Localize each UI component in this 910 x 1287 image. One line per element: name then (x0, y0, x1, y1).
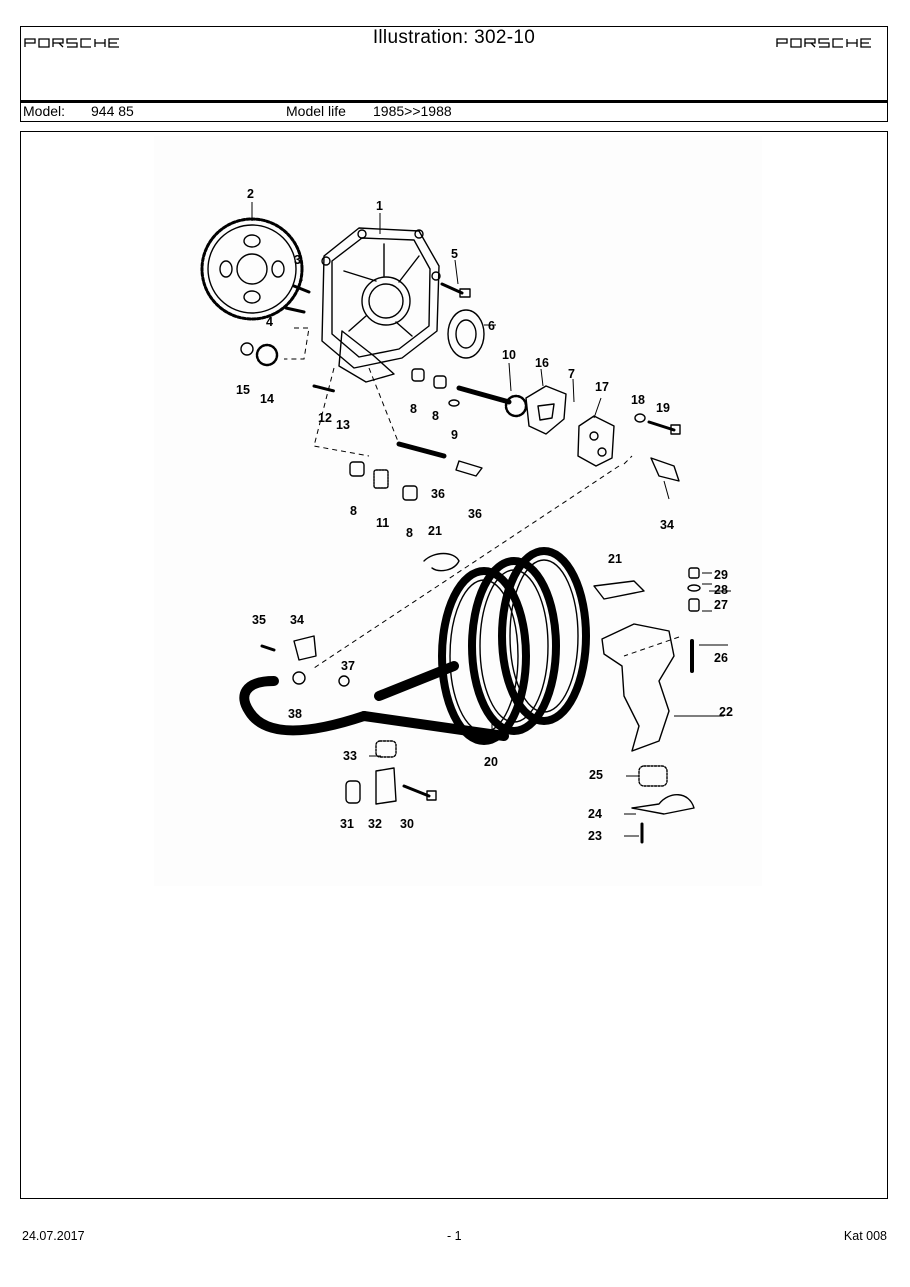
footer-catalog: Kat 008 (843, 1229, 887, 1243)
callout-25: 25 (589, 768, 603, 782)
illustration-frame: 2 1 3 4 5 6 10 16 7 17 18 19 15 14 12 13… (20, 131, 888, 1199)
model-label: Model: (23, 103, 66, 119)
callout-33: 33 (343, 749, 357, 763)
callout-29: 29 (714, 568, 728, 582)
callout-8b: 8 (432, 409, 439, 423)
callout-36b: 38 (288, 707, 302, 721)
callout-7: 7 (568, 367, 575, 381)
callout-6: 6 (488, 319, 495, 333)
callout-17: 17 (595, 380, 609, 394)
callout-30: 30 (400, 817, 414, 831)
model-life-value: 1985>>1988 (373, 103, 452, 119)
callout-3: 3 (294, 253, 301, 267)
page-title: Illustration: 302-10 (372, 27, 536, 48)
callout-21a: 21 (428, 524, 442, 538)
sprocket-part (200, 217, 304, 321)
callout-9: 9 (451, 428, 458, 442)
callout-8d: 8 (406, 526, 413, 540)
callout-24: 24 (588, 807, 602, 821)
callout-16: 16 (535, 356, 549, 370)
callout-22: 22 (719, 705, 733, 719)
callout-34b: 34 (290, 613, 304, 627)
exploded-parts-diagram: 2 1 3 4 5 6 10 16 7 17 18 19 15 14 12 13… (154, 136, 762, 886)
model-life-label: Model life (286, 103, 346, 119)
callout-20: 20 (484, 755, 498, 769)
callout-23: 23 (588, 829, 602, 843)
header-box: Illustration: 302-10 Model: 944 85 Model… (20, 26, 888, 122)
callout-12: 12 (318, 411, 332, 425)
callout-38: 36 (468, 507, 482, 521)
callout-31: 31 (340, 817, 354, 831)
callout-10: 10 (502, 348, 516, 362)
callout-2: 2 (247, 187, 254, 201)
callout-8c: 8 (350, 504, 357, 518)
footer-page-number: - 1 (447, 1229, 462, 1243)
callout-1: 1 (376, 199, 383, 213)
header-divider (21, 100, 887, 103)
model-row: Model: 944 85 Model life 1985>>1988 (21, 103, 887, 121)
callout-34a: 34 (660, 518, 674, 532)
callout-21b: 21 (608, 552, 622, 566)
callout-28: 28 (714, 583, 728, 597)
callout-36a: 37 (341, 659, 355, 673)
callout-11: 11 (376, 516, 389, 530)
footer-date: 24.07.2017 (22, 1229, 85, 1243)
callout-37: 36 (431, 487, 445, 501)
porsche-logo-right (776, 38, 871, 48)
callout-18: 18 (631, 393, 645, 407)
callout-15: 15 (236, 383, 250, 397)
callout-19: 19 (656, 401, 670, 415)
housing-part (321, 227, 441, 383)
callout-8a: 8 (410, 402, 417, 416)
callout-14: 14 (260, 392, 274, 406)
callout-35: 35 (252, 613, 266, 627)
callout-26: 26 (714, 651, 728, 665)
porsche-logo-left (24, 38, 119, 48)
callout-32: 32 (368, 817, 382, 831)
callout-13: 13 (336, 418, 350, 432)
model-value: 944 85 (91, 103, 134, 119)
callout-27: 27 (714, 598, 728, 612)
callout-4: 4 (266, 315, 273, 329)
callout-5: 5 (451, 247, 458, 261)
